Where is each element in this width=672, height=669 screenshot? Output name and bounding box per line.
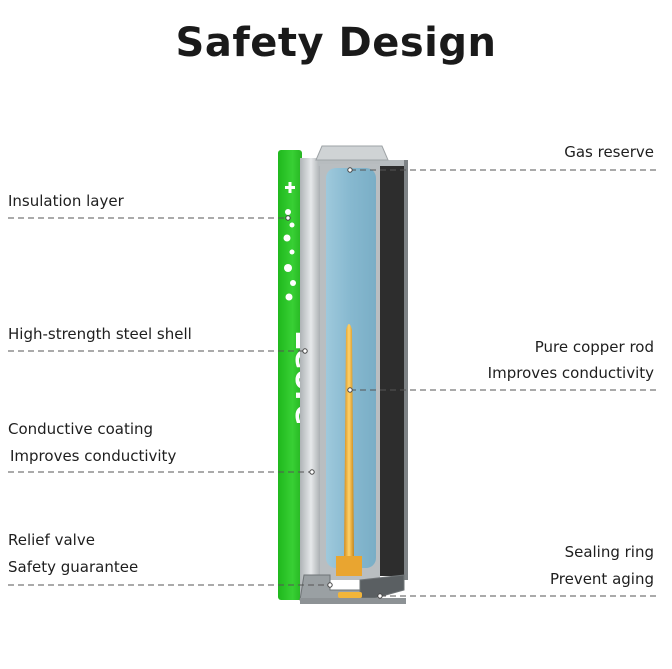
label-sealing-ring: Sealing ring — [564, 543, 654, 561]
label-steel-shell: High-strength steel shell — [8, 325, 192, 343]
label-gas-reserve: Gas reserve — [564, 143, 654, 161]
label-conductive-coating: Conductive coating — [8, 420, 154, 438]
label-relief-valve: Relief valve — [8, 531, 95, 549]
dark-layer — [380, 166, 406, 576]
decorative-dots — [283, 209, 296, 301]
copper-rod — [344, 324, 354, 560]
label-copper-rod-sub: Improves conductivity — [487, 364, 654, 382]
label-insulation-layer: Insulation layer — [8, 192, 124, 210]
leader-endpoints — [285, 167, 383, 599]
label-copper-rod: Pure copper rod — [534, 338, 654, 356]
steel-shell — [300, 158, 322, 600]
battery-label-wrap — [278, 150, 302, 600]
plus-icon — [285, 182, 295, 193]
positive-cap — [315, 145, 389, 161]
label-conductive-coating-sub: Improves conductivity — [10, 447, 177, 465]
leader-lines — [8, 169, 658, 597]
page-title: Safety Design — [175, 20, 497, 66]
label-sealing-ring-sub: Prevent aging — [549, 570, 654, 588]
label-relief-valve-sub: Safety guarantee — [8, 558, 139, 576]
